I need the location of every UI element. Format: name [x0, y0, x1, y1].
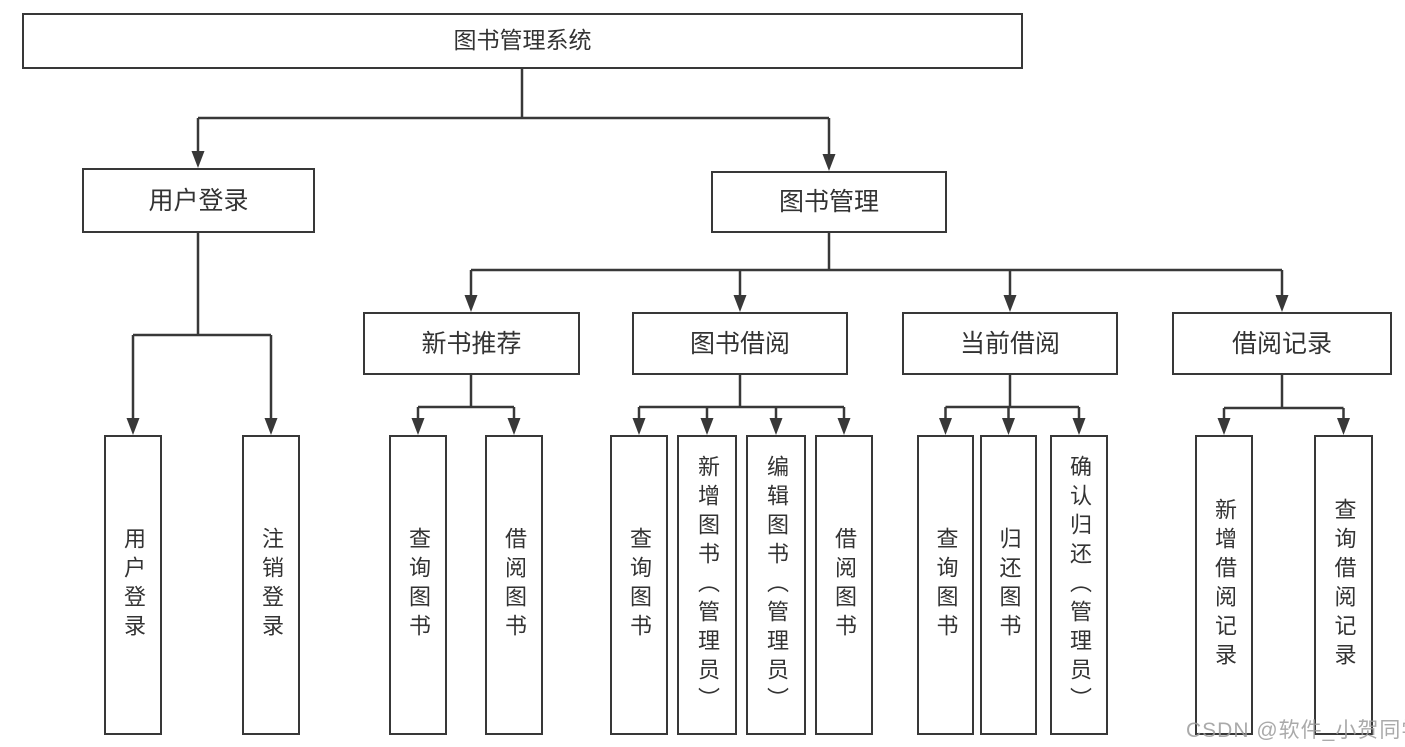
node-book-management-label: 图书管理 [778, 188, 879, 216]
node-new-book-recommend-label: 新书推荐 [421, 329, 522, 358]
node-current-borrowing-label: 当前借阅 [959, 329, 1060, 358]
leaf-user-login: 用户登录 [104, 435, 162, 735]
node-root: 图书管理系统 [22, 13, 1023, 69]
node-user-login: 用户登录 [82, 168, 315, 233]
node-book-borrowing: 图书借阅 [632, 312, 848, 375]
node-borrowing-records-label: 借阅记录 [1231, 329, 1332, 358]
leaf-borrow-books-borrowing: 借阅图书 [815, 435, 873, 735]
node-new-book-recommend: 新书推荐 [363, 312, 580, 375]
leaf-query-borrow-record: 查询借阅记录 [1314, 435, 1373, 735]
leaf-confirm-return-admin: 确认归还（管理员） [1050, 435, 1108, 735]
leaf-query-books-borrowing: 查询图书 [610, 435, 668, 735]
leaf-query-books-recommend: 查询图书 [389, 435, 447, 735]
leaf-add-books-admin: 新增图书（管理员） [677, 435, 737, 735]
leaf-logout: 注销登录 [242, 435, 300, 735]
node-user-login-label: 用户登录 [148, 186, 249, 215]
leaf-query-books-current: 查询图书 [917, 435, 974, 735]
node-book-management: 图书管理 [711, 171, 947, 233]
node-root-label: 图书管理系统 [453, 27, 592, 54]
node-book-borrowing-label: 图书借阅 [689, 329, 790, 358]
leaf-edit-books-admin: 编辑图书（管理员） [746, 435, 806, 735]
leaf-borrow-books-recommend: 借阅图书 [485, 435, 543, 735]
csdn-watermark: CSDN @软件_小贺同学 [1186, 719, 1405, 742]
node-current-borrowing: 当前借阅 [902, 312, 1118, 375]
node-borrowing-records: 借阅记录 [1172, 312, 1392, 375]
leaf-add-borrow-record: 新增借阅记录 [1195, 435, 1253, 735]
leaf-return-books: 归还图书 [980, 435, 1037, 735]
